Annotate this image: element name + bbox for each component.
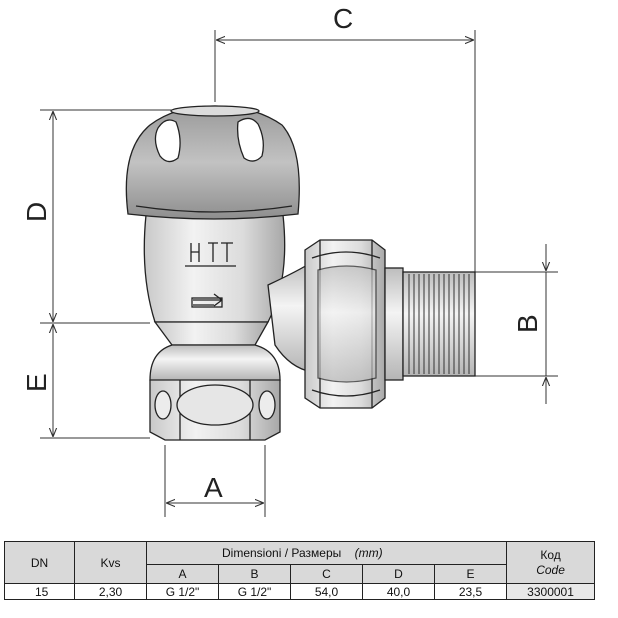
header-code-en: Code	[536, 562, 565, 577]
cell-dn: 15	[4, 583, 75, 600]
header-unit: (mm)	[354, 546, 383, 560]
header-code: Код Code	[506, 541, 596, 584]
dimension-label-e: E	[21, 373, 52, 392]
dimension-label-a: A	[204, 472, 223, 503]
dimension-label-b: B	[512, 314, 543, 333]
cell-e: 23,5	[433, 583, 508, 600]
header-d: D	[362, 564, 435, 584]
table-row: 15 2,30 G 1/2" G 1/2" 54,0 40,0 23,5 330…	[4, 583, 596, 600]
header-dimensions: Dimensioni / Размеры (mm)	[145, 541, 508, 565]
header-dimensions-separator: /	[284, 546, 289, 560]
valve-technical-drawing: C D E A B	[21, 3, 558, 517]
header-dn: DN	[4, 541, 75, 584]
header-dimensions-it: Dimensioni	[222, 546, 282, 560]
cell-c: 54,0	[290, 583, 363, 600]
cell-d: 40,0	[362, 583, 435, 600]
valve-body	[125, 105, 476, 441]
header-e: E	[433, 564, 508, 584]
header-kvs: Kvs	[74, 541, 147, 584]
cell-kvs: 2,30	[74, 583, 147, 600]
header-a: A	[146, 564, 219, 584]
dimension-label-d: D	[21, 202, 52, 222]
header-c: C	[290, 564, 363, 584]
dimension-lines	[40, 30, 558, 517]
header-b: B	[218, 564, 291, 584]
specification-table: DN Kvs Dimensioni / Размеры (mm) Код Cod…	[4, 541, 596, 600]
cell-b: G 1/2"	[218, 583, 291, 600]
cell-a: G 1/2"	[146, 583, 219, 600]
header-code-ru: Код	[540, 547, 561, 562]
cell-code: 3300001	[506, 583, 596, 600]
dimension-label-c: C	[333, 3, 353, 34]
header-dimensions-ru: Размеры	[291, 546, 342, 560]
